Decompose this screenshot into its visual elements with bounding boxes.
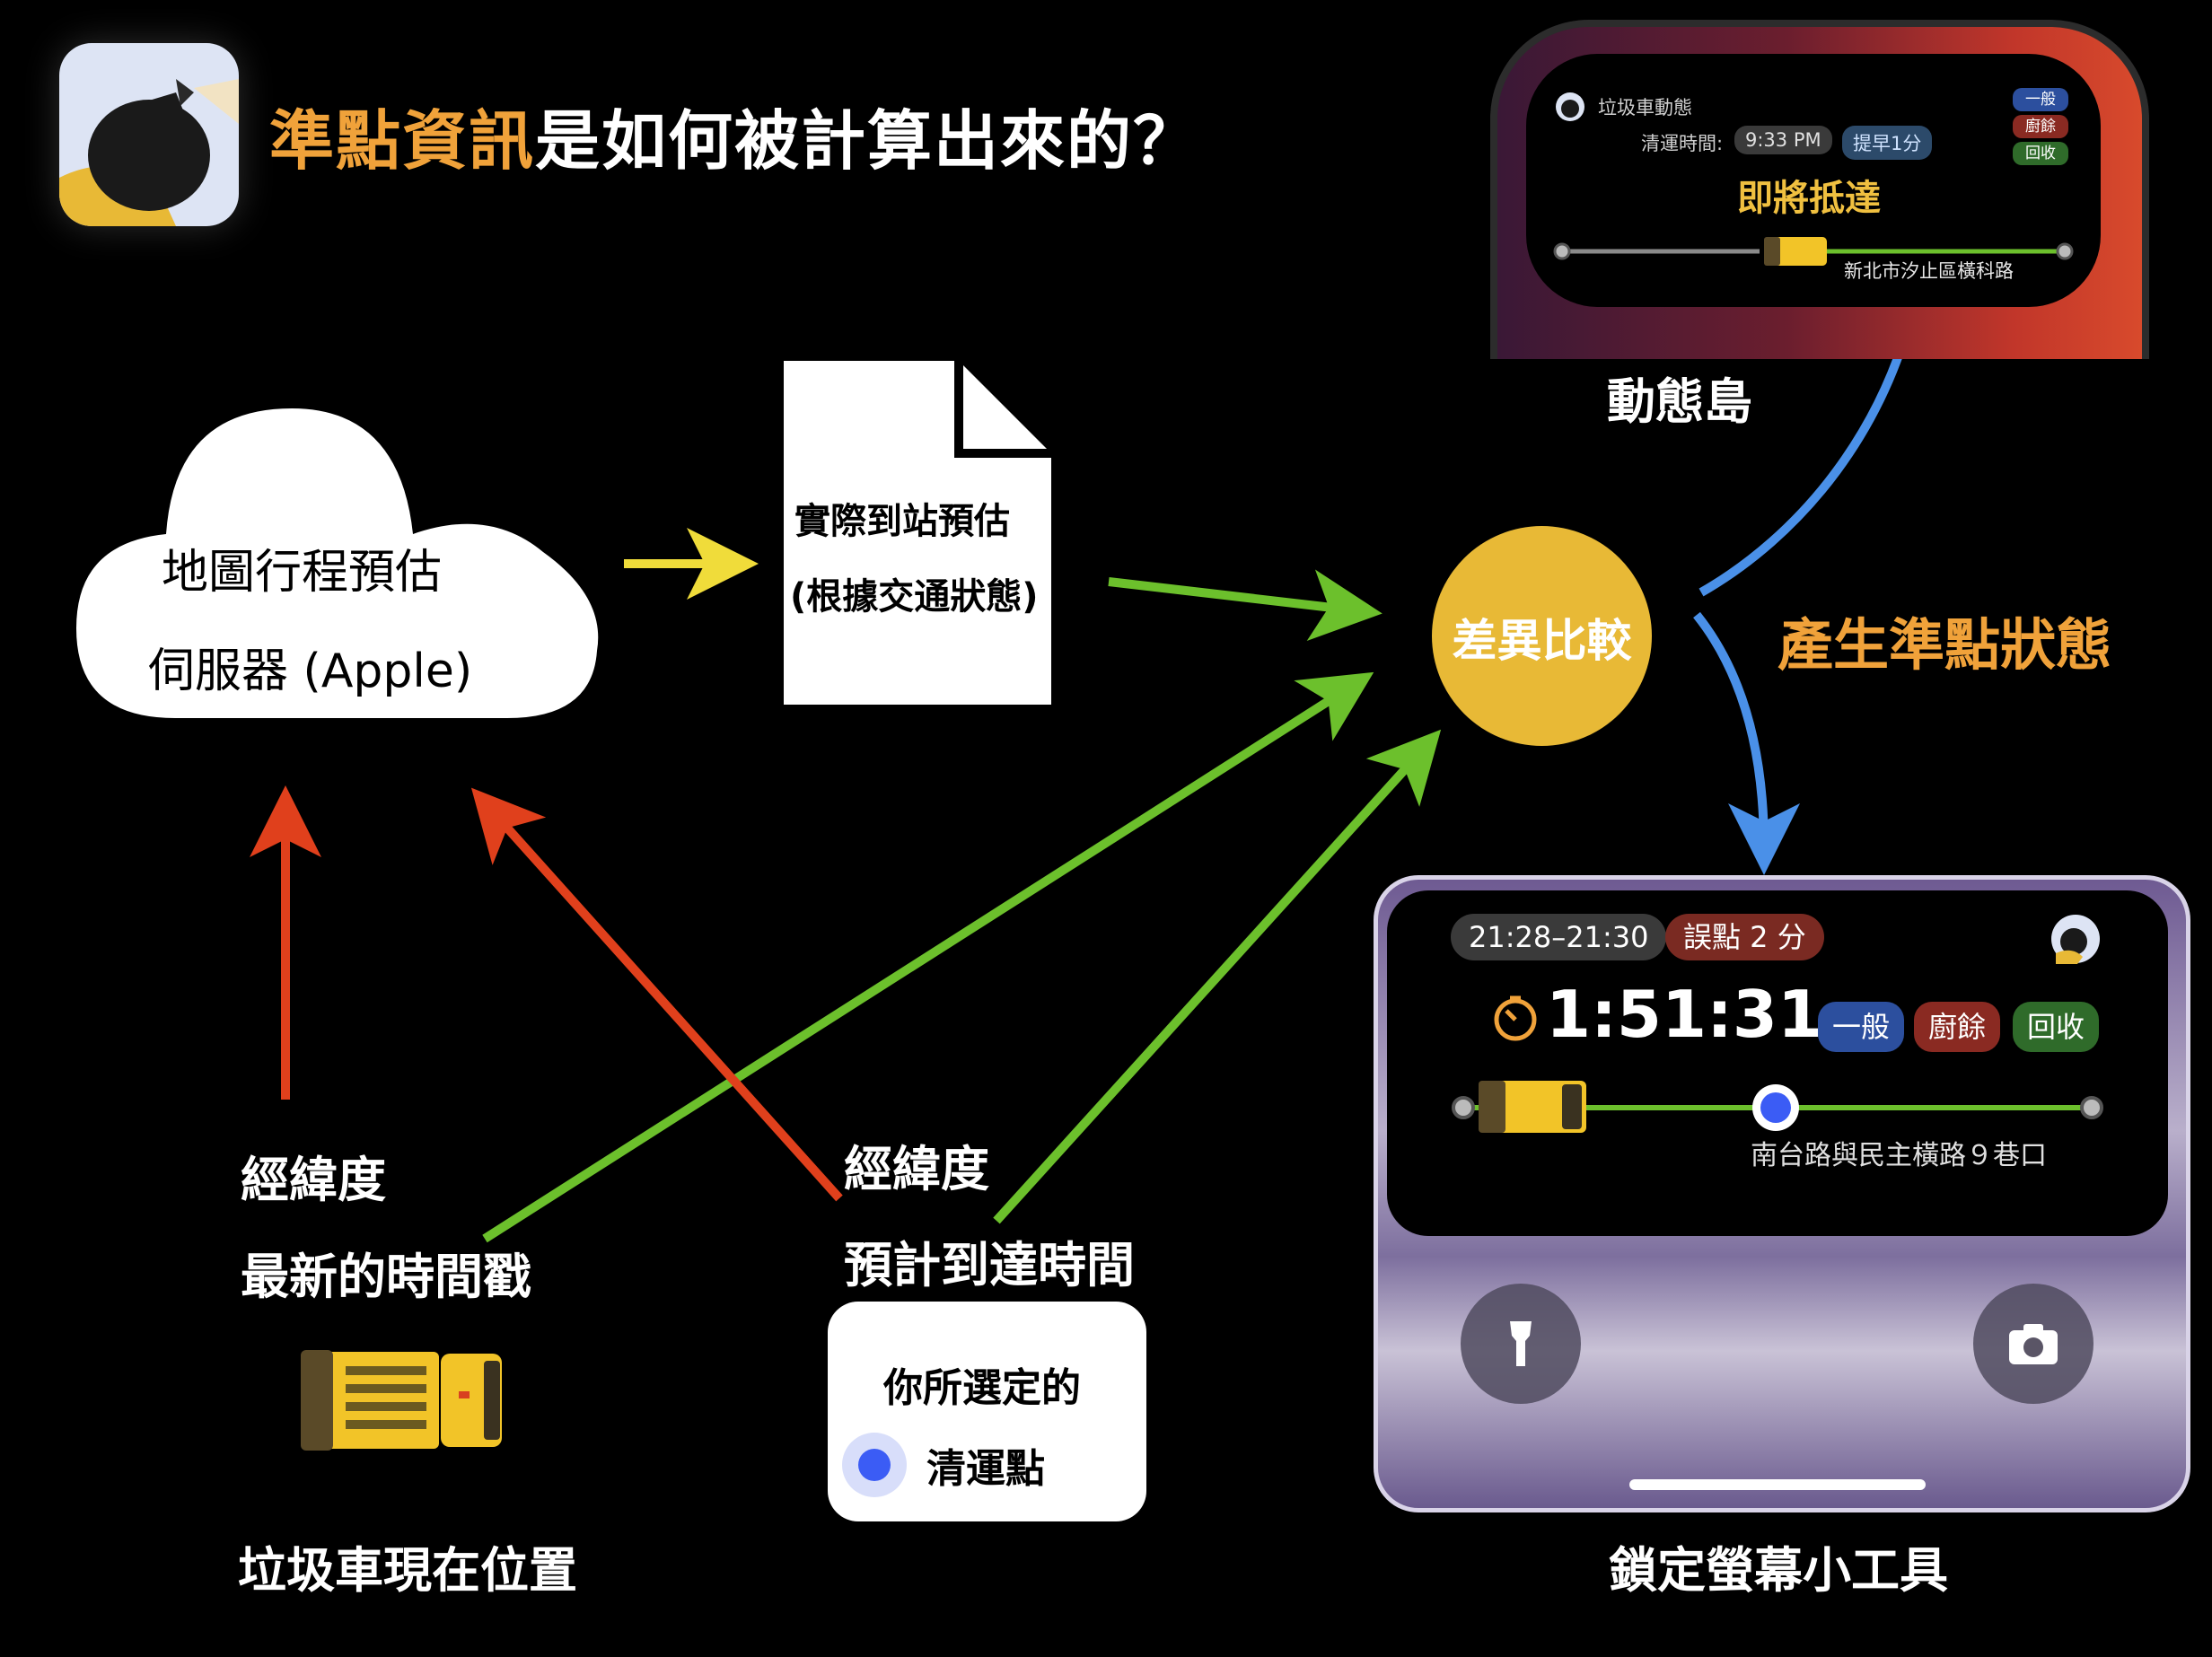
app-avatar-icon (1556, 92, 1584, 121)
compare-label: 差異比較 (1452, 615, 1632, 667)
selected-stop-line1: 你所選定的 (883, 1365, 1081, 1411)
produce-status-label: 產生準點狀態 (1778, 612, 2112, 678)
island-progress-track (1553, 237, 2074, 266)
lock-tag-general: 一般 (1818, 1002, 1905, 1052)
island-app-name: 垃圾車動態 (1598, 97, 1692, 118)
island-tag-food: 廚餘 (2013, 115, 2068, 138)
island-tag-recycle: 回收 (2013, 142, 2068, 165)
stop-input-eta: 預計到達時間 (844, 1237, 1135, 1293)
flashlight-button[interactable] (1461, 1284, 1581, 1404)
camera-button[interactable] (1973, 1284, 2094, 1404)
arrow-truck-to-compare (482, 671, 1374, 1243)
document-icon (784, 361, 1051, 705)
doc-label-line1: 實際到站預估 (794, 501, 1010, 542)
arrow-compare-to-lockscreen (1693, 611, 1800, 875)
truck-input-latlng: 經緯度 (241, 1152, 386, 1208)
page-title: 準點資訊是如何被計算出來的？ (269, 88, 1199, 182)
dynamic-island-caption: 動態島 (1607, 373, 1752, 430)
doc-label-line2: (根據交通狀態) (790, 576, 1039, 618)
lock-time-range-chip: 21:28–21:30 (1451, 914, 1667, 960)
stop-dot-icon (858, 1449, 891, 1481)
lock-screen-caption: 鎖定螢幕小工具 (1609, 1542, 1948, 1599)
island-tag-general: 一般 (2013, 88, 2068, 111)
arrow-doc-to-compare (1108, 569, 1382, 641)
island-address: 新北市汐止區橫科路 (1844, 260, 2014, 282)
stop-input-latlng: 經緯度 (844, 1141, 989, 1197)
app-icon (59, 43, 239, 226)
lock-tag-food: 廚餘 (1914, 1002, 2001, 1052)
title-highlight: 準點資訊 (269, 103, 536, 179)
lock-countdown: 1:51:31 (1546, 977, 1823, 1052)
garbage-bag-icon (59, 79, 239, 226)
cloud-label-line1: 地圖行程預估 (162, 546, 443, 600)
selected-stop-line2: 清運點 (926, 1446, 1045, 1492)
island-status-chip: 提早1分 (1842, 126, 1933, 160)
lock-progress-track (1452, 1081, 2103, 1133)
lock-delay-chip: 誤點 2 分 (1665, 914, 1824, 960)
flashlight-icon (1510, 1321, 1532, 1366)
timer-icon (1494, 995, 1537, 1041)
camera-icon (2009, 1324, 2058, 1364)
arrow-stop-to-cloud (470, 787, 843, 1202)
arrow-stop-to-compare (993, 729, 1442, 1224)
truck-location-caption: 垃圾車現在位置 (238, 1542, 577, 1599)
cloud-icon (76, 408, 599, 718)
lock-tag-recycle: 回收 (2013, 1002, 2100, 1052)
lock-app-avatar-icon (2051, 915, 2100, 964)
lock-address: 南台路與民主橫路９巷口 (1751, 1140, 2047, 1171)
compare-node: 差異比較 (1432, 526, 1652, 746)
island-headline: 即將抵達 (1737, 178, 1881, 219)
home-indicator[interactable] (1629, 1479, 1926, 1490)
truck-input-timestamp: 最新的時間戳 (241, 1249, 531, 1305)
island-time-chip: 9:33 PM (1734, 126, 1832, 154)
garbage-truck-icon (301, 1350, 502, 1451)
cloud-label-line2: 伺服器 (Apple) (148, 644, 473, 698)
island-time-label: 清運時間: (1641, 133, 1724, 154)
title-rest: 是如何被計算出來的？ (535, 103, 1200, 179)
selected-stop-card[interactable]: 你所選定的 清運點 (828, 1302, 1146, 1521)
